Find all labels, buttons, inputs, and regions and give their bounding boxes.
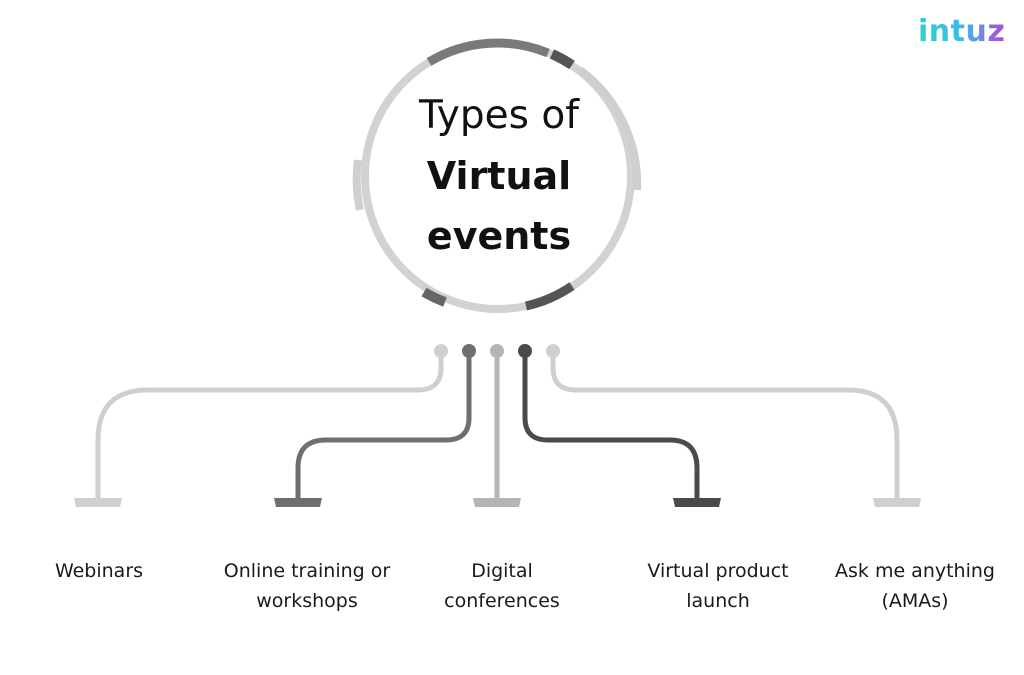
label-online-training-line-2: workshops: [256, 590, 358, 612]
connector-dots: [434, 344, 560, 358]
dot-amas: [546, 344, 560, 358]
terminal-bars: [74, 498, 921, 507]
label-amas-line-2: (AMAs): [881, 590, 949, 612]
hub-ring-arc-top: [426, 38, 550, 66]
bar-product-launch: [673, 498, 721, 507]
hub-ring-arc-left: [352, 159, 364, 211]
hub-ring-arc-bottom-left: [421, 287, 447, 307]
connector-amas: [550, 349, 900, 503]
dot-product-launch: [518, 344, 532, 358]
label-product-launch-line-2: launch: [686, 590, 750, 612]
hub-title: Types of Virtual events: [378, 86, 620, 266]
hub-title-line-3: events: [426, 214, 572, 258]
dot-digital-conferences: [490, 344, 504, 358]
hub-title-line-1: Types of: [419, 93, 579, 138]
label-product-launch-line-1: Virtual product: [647, 560, 789, 582]
hub-ring-arc-bottom-right: [524, 282, 575, 311]
hub-ring-arc-right: [577, 66, 642, 191]
bar-digital-conferences: [473, 498, 521, 507]
connector-product-launch: [522, 349, 700, 503]
label-online-training: Online training or workshops: [202, 556, 412, 616]
bar-online-training: [274, 498, 322, 507]
label-digital-conferences-line-2: conferences: [444, 590, 560, 612]
label-online-training-line-1: Online training or: [223, 560, 391, 582]
connectors: [95, 349, 900, 503]
label-digital-conferences-line-1: Digital: [471, 560, 533, 582]
connector-webinars: [95, 349, 444, 503]
dot-online-training: [462, 344, 476, 358]
label-product-launch: Virtual product launch: [613, 556, 823, 616]
dot-webinars: [434, 344, 448, 358]
bar-webinars: [74, 498, 122, 507]
label-digital-conferences: Digital conferences: [397, 556, 607, 616]
hub-title-line-2: Virtual: [426, 154, 572, 198]
hub-ring: [352, 38, 642, 313]
label-amas-line-1: Ask me anything: [835, 560, 995, 582]
bar-amas: [873, 498, 921, 507]
label-webinars: Webinars: [0, 556, 204, 586]
connector-online-training: [295, 349, 472, 503]
hub-ring-arc-top-dark: [549, 49, 575, 70]
label-amas: Ask me anything (AMAs): [810, 556, 1020, 616]
intuz-logo: intuz: [918, 14, 1006, 49]
label-webinars-line-1: Webinars: [54, 560, 144, 582]
